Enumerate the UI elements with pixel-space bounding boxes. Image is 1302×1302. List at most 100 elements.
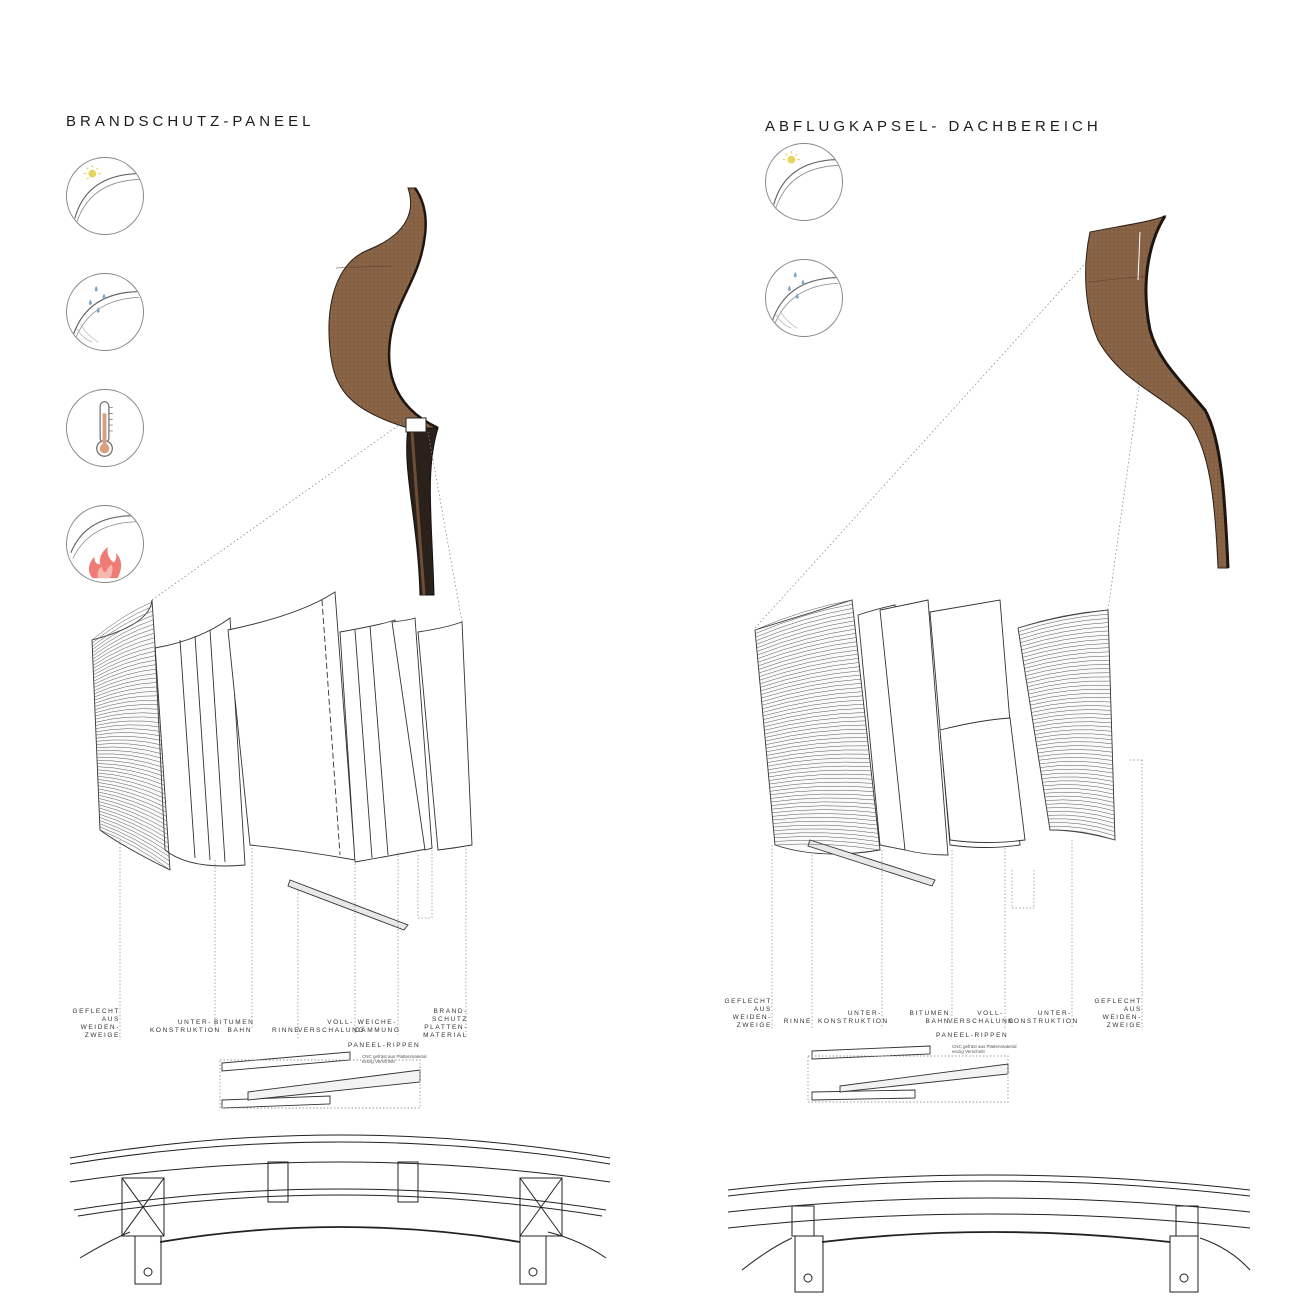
weave-strand	[1018, 613, 1109, 632]
weave-strand	[759, 658, 859, 681]
left-label-fireboard: BRAND- SCHUTZ PLATTEN- MATERIAL	[423, 1008, 468, 1039]
weave-strand	[95, 724, 161, 729]
weave-strand	[769, 781, 873, 788]
weave-strand	[772, 813, 877, 817]
weave-strand	[766, 741, 868, 753]
weave-strand	[766, 745, 869, 756]
weave-strand	[770, 789, 874, 796]
rain-icon-right	[765, 259, 843, 337]
weave-strand	[99, 823, 170, 862]
weave-strand	[95, 712, 160, 720]
weave-strand	[1048, 822, 1115, 832]
weave-strand	[763, 712, 865, 727]
weave-strand	[761, 687, 862, 706]
weave-strand	[1047, 814, 1115, 824]
weave-strand	[1041, 776, 1114, 782]
weave-strand	[98, 785, 166, 808]
left-exploded-layers	[91, 591, 473, 931]
weave-strand	[1021, 639, 1109, 654]
left-panel-render	[328, 187, 439, 596]
weave-strand	[757, 628, 856, 656]
weave-strand	[95, 720, 161, 726]
left-rib-detail	[219, 1051, 421, 1109]
weave-strand	[96, 753, 163, 764]
weave-strand	[94, 695, 159, 707]
weave-strand	[92, 615, 153, 650]
weave-strand	[98, 801, 168, 831]
weave-strand	[99, 826, 170, 866]
right-label-boarding: VOLL- VERSCHALUNG	[948, 1010, 1016, 1025]
weave-strand	[99, 813, 169, 848]
weave-strand	[760, 670, 860, 692]
weave-strand	[761, 678, 861, 699]
left-panel-title: BRANDSCHUTZ-PANEEL	[66, 113, 315, 130]
weave-strand	[92, 610, 153, 647]
weave-strand	[94, 677, 158, 695]
weave-strand	[1028, 684, 1111, 695]
weave-strand	[757, 637, 857, 663]
left-label-bitumen: BITUMEN BAHN	[214, 1019, 255, 1034]
right-label-substructure: UNTER- KONSTRUKTION	[818, 1010, 889, 1025]
weave-strand	[99, 829, 171, 871]
weave-strand	[758, 645, 858, 670]
weave-strand	[96, 746, 163, 755]
weave-strand	[773, 828, 879, 834]
weave-strand	[1034, 725, 1112, 732]
weave-strand	[1047, 810, 1115, 820]
weave-strand	[1027, 676, 1111, 688]
weave-strand	[756, 620, 855, 649]
weave-strand	[767, 757, 870, 767]
weave-strand	[1026, 672, 1110, 684]
weave-strand	[95, 728, 161, 733]
weave-strand	[1034, 729, 1112, 735]
weave-strand	[1020, 630, 1109, 647]
weave-strand	[755, 612, 854, 641]
weave-strand	[774, 839, 880, 847]
weave-strand	[1040, 768, 1114, 774]
right-label-wicker-2: GEFLECHT AUS WEIDEN- ZWEIGE	[1094, 998, 1142, 1029]
weave-strand	[767, 753, 870, 763]
weave-strand	[96, 735, 162, 741]
weave-strand	[766, 749, 869, 760]
right-rib-label: PANEEL-RIPPEN	[936, 1032, 1009, 1039]
weave-strand	[97, 760, 164, 772]
weave-strand	[97, 769, 165, 786]
weave-strand	[93, 664, 157, 685]
left-label-substructure: UNTER- KONSTRUKTION	[150, 1019, 221, 1034]
weave-strand	[1017, 609, 1109, 629]
weave-strand	[768, 765, 871, 774]
weave-strand	[97, 772, 165, 790]
weave-strand	[1033, 721, 1112, 728]
right-rib-note: CNC gefräst aus Plattenmaterial einzig V…	[952, 1044, 1017, 1054]
weave-strand	[756, 624, 855, 652]
weave-strand	[759, 653, 859, 677]
weave-strand	[774, 843, 881, 851]
weave-strand	[1023, 647, 1110, 662]
weave-strand	[98, 794, 167, 822]
right-exploded-layers	[754, 599, 1116, 887]
weave-strand	[1045, 803, 1115, 811]
weave-strand	[1045, 799, 1115, 807]
weave-strand	[1030, 697, 1111, 706]
left-label-insulation: WEICHE- DÄMMUNG	[355, 1019, 401, 1034]
weave-strand	[95, 708, 160, 717]
weave-strand	[99, 810, 169, 844]
weave-strand	[770, 797, 875, 803]
weave-strand	[764, 724, 867, 738]
weave-strand	[754, 599, 853, 631]
weave-strand	[1035, 737, 1112, 743]
rain-icon	[66, 273, 144, 351]
weave-strand	[99, 820, 170, 857]
weave-strand	[1019, 618, 1109, 636]
weave-strand	[91, 606, 153, 644]
weave-strand	[1022, 643, 1110, 658]
weave-strand	[1042, 784, 1114, 791]
weave-strand	[1042, 780, 1114, 786]
weave-strand	[96, 743, 162, 750]
weave-strand	[1049, 825, 1115, 837]
weave-strand	[1024, 659, 1110, 673]
weave-strand	[1038, 757, 1113, 761]
weave-strand	[1049, 829, 1116, 841]
weave-strand	[97, 763, 164, 777]
weave-strand	[1031, 705, 1111, 713]
